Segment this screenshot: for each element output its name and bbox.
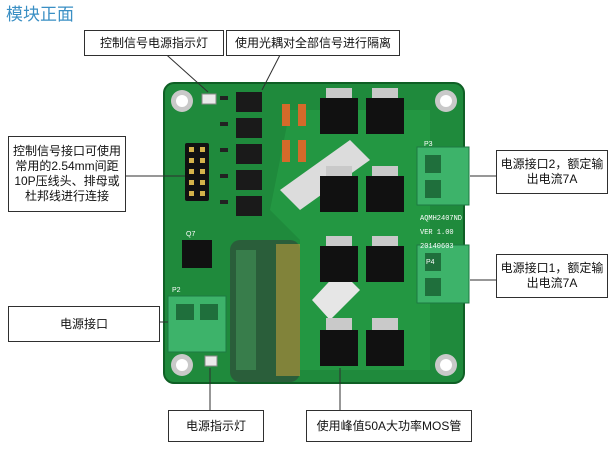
q7-silk: Q7 bbox=[186, 231, 195, 238]
callout-power-input: 电源接口 bbox=[8, 306, 160, 342]
version-silk: VER 1.00 bbox=[420, 229, 454, 237]
optocoupler-chips bbox=[236, 92, 262, 216]
copper-strip bbox=[280, 140, 370, 210]
callout-power-port1: 电源接口1，额定输出电流7A bbox=[496, 254, 608, 298]
terminal-p4 bbox=[416, 244, 470, 304]
callout-power-port2: 电源接口2，额定输出电流7A bbox=[496, 150, 608, 194]
callout-optocoupler: 使用光耦对全部信号进行隔离 bbox=[226, 30, 400, 56]
mos-transistors bbox=[320, 98, 404, 366]
page-title: 模块正面 bbox=[6, 5, 74, 24]
model-silk: AQMH2407ND bbox=[420, 215, 462, 223]
callout-power-led: 电源指示灯 bbox=[168, 410, 264, 442]
terminal-p3 bbox=[416, 146, 470, 206]
callout-signal-port: 控制信号接口可使用常用的2.54mm间距10P压线头、排母或杜邦线进行连接 bbox=[8, 136, 126, 212]
p4-silk: P4 bbox=[426, 259, 435, 266]
diodes bbox=[282, 104, 306, 162]
callout-mos: 使用峰值50A大功率MOS管 bbox=[306, 410, 472, 442]
electrolytic-capacitor bbox=[230, 240, 300, 382]
signal-led bbox=[201, 93, 217, 105]
terminal-p2 bbox=[167, 295, 227, 353]
signal-header bbox=[185, 143, 209, 201]
date-silk: 20140603 bbox=[420, 243, 454, 251]
p3-silk: P3 bbox=[424, 141, 433, 148]
regulator-q7 bbox=[182, 240, 212, 268]
power-led bbox=[204, 355, 218, 367]
p2-silk: P2 bbox=[172, 287, 181, 294]
callout-signal-led: 控制信号电源指示灯 bbox=[84, 30, 224, 56]
mounting-holes bbox=[171, 90, 457, 376]
